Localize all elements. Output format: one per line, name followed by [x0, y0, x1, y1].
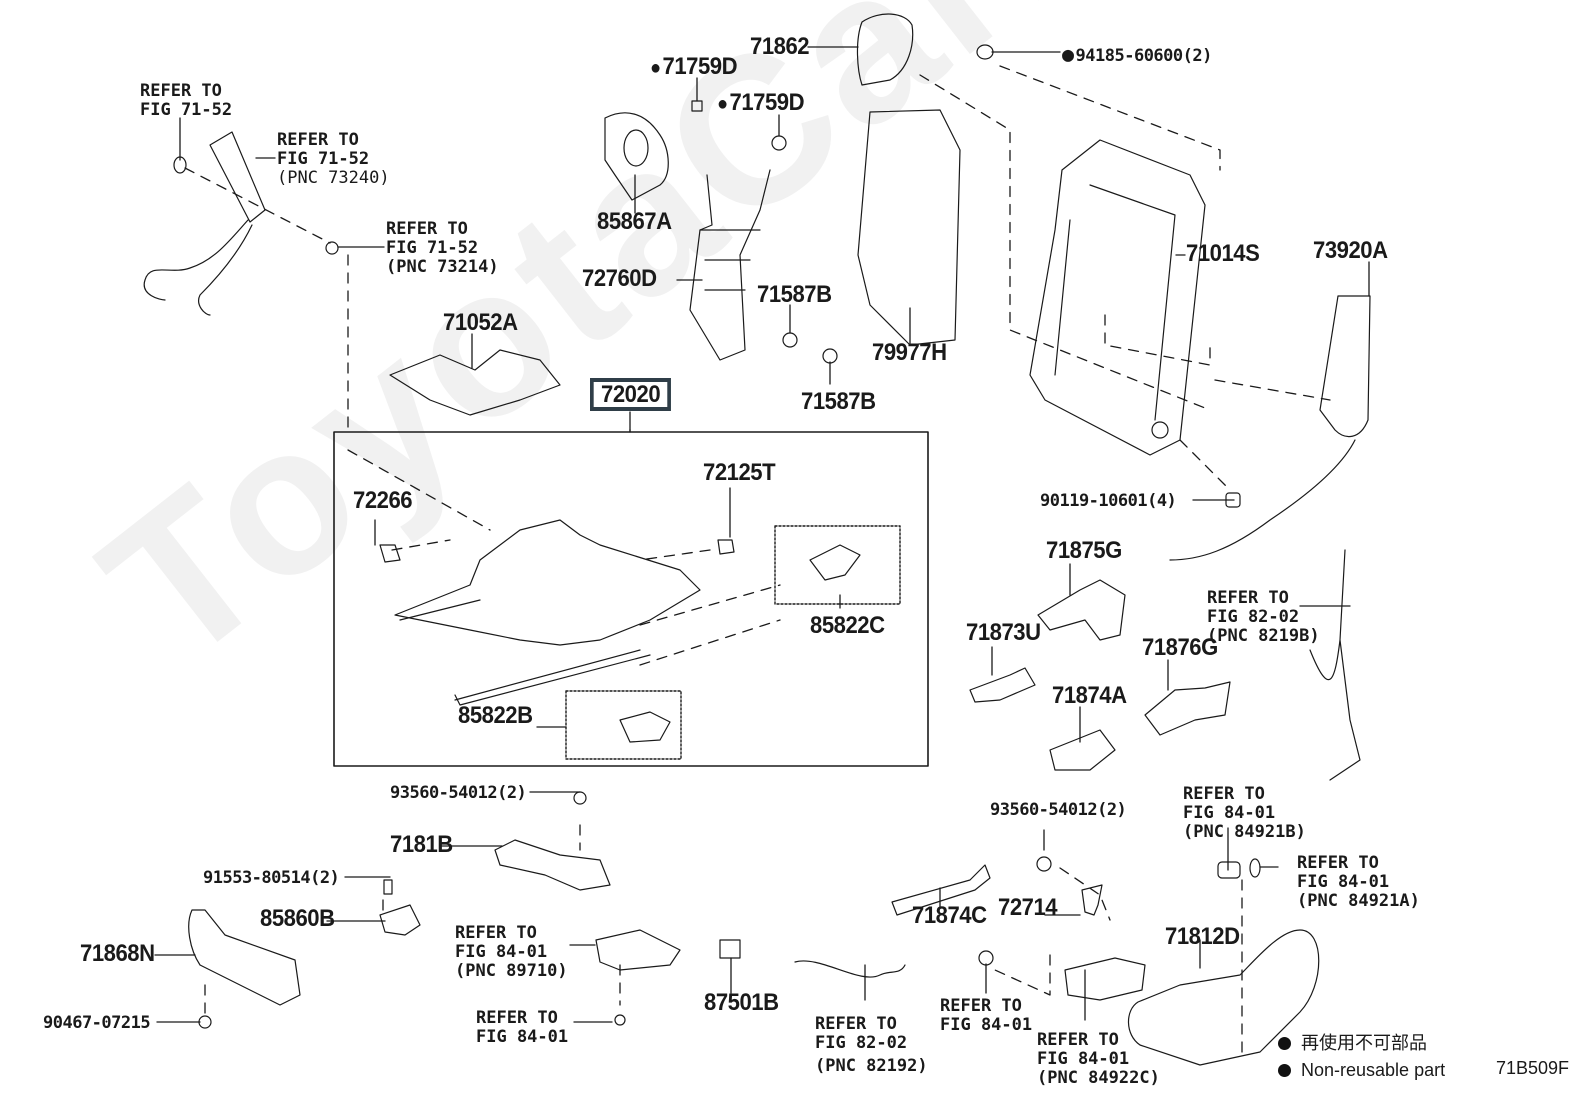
part-label-71876G[interactable]: 71876G [1142, 634, 1218, 661]
part-label-71875G[interactable]: 71875G [1046, 537, 1122, 564]
ref-label-pnc-73240: REFER TO FIG 71-52 (PNC 73240) [277, 131, 390, 188]
part-label-71759D-a[interactable]: 71759D [650, 55, 738, 79]
part-label-94185-60600[interactable]: 94185-60600(2) [1062, 44, 1213, 67]
ref-label-fig-84-01-bolt: REFER TO FIG 84-01 [476, 1009, 568, 1047]
ref-label-pnc-89710: REFER TO FIG 84-01 (PNC 89710) [455, 924, 568, 981]
part-label-87501B[interactable]: 87501B [704, 989, 779, 1016]
ref-line: FIG 82-02 [1207, 607, 1300, 627]
legend-row-english: Non-reusable part [1278, 1057, 1445, 1084]
ref-line: (PNC 73214) [386, 257, 499, 277]
ref-line: (PNC 89710) [455, 961, 568, 981]
part-label-93560-54012-b[interactable]: 93560-54012(2) [990, 800, 1127, 820]
part-label-7181B[interactable]: 7181B [390, 831, 453, 858]
ref-line: (PNC 8219B) [1207, 626, 1320, 646]
ref-line: (PNC 73240) [277, 168, 390, 188]
part-label-72760D[interactable]: 72760D [582, 265, 657, 292]
part-label-71759D-b[interactable]: 71759D [717, 91, 805, 115]
part-label-72714[interactable]: 72714 [998, 894, 1058, 921]
ref-line: REFER TO [1183, 784, 1265, 804]
part-label-85822B[interactable]: 85822B [458, 702, 533, 729]
legend-text-japanese: 再使用不可部品 [1301, 1033, 1427, 1054]
ref-line: FIG 82-02 [815, 1033, 908, 1053]
ref-line: REFER TO [1297, 853, 1379, 873]
legend-row-japanese: 再使用不可部品 [1278, 1030, 1445, 1057]
part-label-71812D[interactable]: 71812D [1165, 923, 1240, 950]
ref-line: FIG 84-01 [476, 1027, 569, 1047]
ref-label-fig-71-52: REFER TO FIG 71-52 [140, 82, 232, 120]
part-sketches [144, 14, 1370, 1065]
part-label-85822C[interactable]: 85822C [810, 612, 885, 639]
part-label-71587B-b[interactable]: 71587B [801, 388, 876, 415]
ref-label-fig-84-01-screw: REFER TO FIG 84-01 [940, 997, 1032, 1035]
part-label-71014S[interactable]: 71014S [1186, 240, 1260, 267]
ref-line: FIG 71-52 [140, 100, 233, 120]
part-label-85867A[interactable]: 85867A [597, 208, 672, 235]
ref-line: FIG 84-01 [1183, 803, 1276, 823]
ref-line: REFER TO [140, 81, 222, 101]
non-reusable-bullet-icon [1278, 1064, 1291, 1077]
ref-line: (PNC 82192) [815, 1056, 928, 1076]
part-label-79977H[interactable]: 79977H [872, 339, 947, 366]
leader-lines [155, 47, 1369, 1022]
ref-label-pnc-84921A: REFER TO FIG 84-01 (PNC 84921A) [1297, 854, 1420, 911]
figure-code: 71B509F [1496, 1058, 1570, 1078]
ref-label-pnc-73214: REFER TO FIG 71-52 (PNC 73214) [386, 220, 499, 277]
ref-line: REFER TO [815, 1014, 897, 1034]
legend-text-english: Non-reusable part [1301, 1060, 1446, 1080]
part-label-71868N[interactable]: 71868N [80, 940, 155, 967]
part-label-71874A[interactable]: 71874A [1052, 682, 1127, 709]
ref-label-pnc-8219B: REFER TO FIG 82-02 (PNC 8219B) [1207, 589, 1320, 646]
ref-line: REFER TO [277, 130, 359, 150]
part-label-93560-54012-a[interactable]: 93560-54012(2) [390, 783, 527, 803]
part-label-91553-80514[interactable]: 91553-80514(2) [203, 868, 340, 888]
ref-label-pnc-84922C: REFER TO FIG 84-01 (PNC 84922C) [1037, 1031, 1160, 1088]
ref-line: (PNC 84921A) [1297, 891, 1420, 911]
ref-line: REFER TO [455, 923, 537, 943]
part-label-71874C[interactable]: 71874C [912, 902, 987, 929]
part-label-71862[interactable]: 71862 [750, 33, 810, 60]
ref-line: (PNC 84921B) [1183, 822, 1306, 842]
ref-label-pnc-82192: REFER TO FIG 82-02 (PNC 82192) [815, 1015, 928, 1076]
part-label-72266[interactable]: 72266 [353, 487, 413, 514]
ref-line: REFER TO [476, 1008, 558, 1028]
motor-85822B-frame [566, 691, 681, 759]
ref-line: FIG 71-52 [277, 149, 370, 169]
non-reusable-bullet-icon [1278, 1037, 1291, 1050]
ref-line: REFER TO [386, 219, 468, 239]
ref-line: FIG 84-01 [1037, 1049, 1130, 1069]
ref-line: FIG 84-01 [940, 1015, 1033, 1035]
part-label-71873U[interactable]: 71873U [966, 619, 1041, 646]
dashed-lines [185, 66, 1330, 1060]
assembly-72020-frame [334, 432, 928, 766]
part-label-72125T[interactable]: 72125T [703, 459, 776, 486]
ref-line: REFER TO [940, 996, 1022, 1016]
part-label-73920A[interactable]: 73920A [1313, 237, 1388, 264]
part-label-90467-07215[interactable]: 90467-07215 [43, 1013, 151, 1033]
ref-line: FIG 84-01 [1297, 872, 1390, 892]
motor-85822C-frame [775, 526, 900, 604]
ref-line: REFER TO [1037, 1030, 1119, 1050]
part-label-90119-10601[interactable]: 90119-10601(4) [1040, 491, 1177, 511]
part-label-71587B-a[interactable]: 71587B [757, 281, 832, 308]
assembly-label-72020[interactable]: 72020 [590, 378, 672, 411]
legend: 再使用不可部品 Non-reusable part [1278, 1030, 1445, 1084]
ref-line: (PNC 84922C) [1037, 1068, 1160, 1088]
part-label-71052A[interactable]: 71052A [443, 309, 518, 336]
ref-line: FIG 84-01 [455, 942, 548, 962]
ref-line: REFER TO [1207, 588, 1289, 608]
part-label-85860B[interactable]: 85860B [260, 905, 335, 932]
ref-line: FIG 71-52 [386, 238, 479, 258]
ref-label-pnc-84921B: REFER TO FIG 84-01 (PNC 84921B) [1183, 785, 1306, 842]
